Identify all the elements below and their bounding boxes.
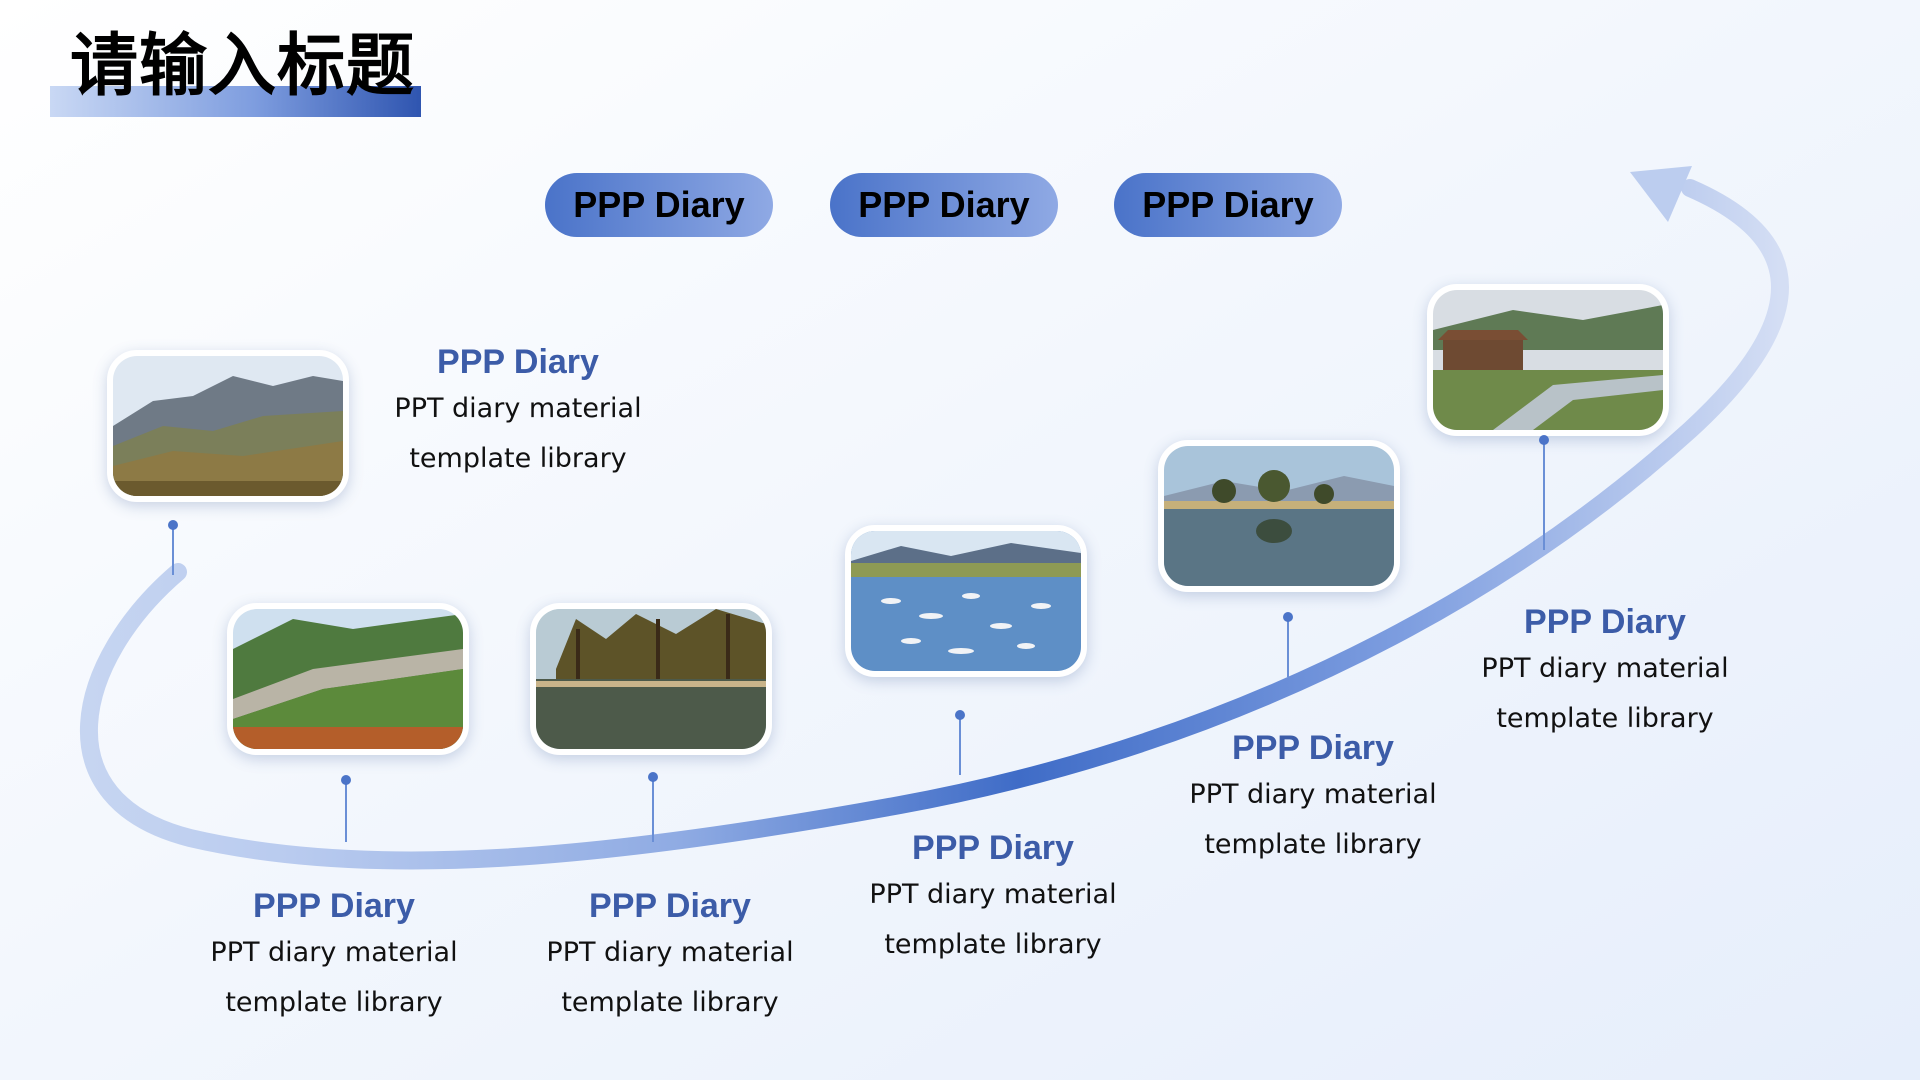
arrow-head-icon	[1630, 166, 1692, 222]
caption-line-1[interactable]: PPT diary material	[546, 937, 794, 968]
pill-button-1[interactable]: PPP Diary	[545, 173, 773, 237]
caption-step-4: PPP Diary PPT diary material template li…	[843, 828, 1143, 970]
caption-body: PPT diary material template library	[184, 928, 484, 1028]
pin-marker-2	[341, 775, 351, 842]
caption-heading[interactable]: PPP Diary	[1232, 729, 1394, 767]
pill-button-2[interactable]: PPP Diary	[830, 173, 1058, 237]
photo-lake-trees	[530, 603, 772, 755]
caption-step-1: PPP Diary PPT diary material template li…	[368, 342, 668, 484]
caption-heading[interactable]: PPP Diary	[1524, 603, 1686, 641]
caption-step-5: PPP Diary PPT diary material template li…	[1163, 728, 1463, 870]
page-title[interactable]: 请输入标题	[70, 27, 416, 106]
caption-line-2[interactable]: template library	[409, 443, 627, 474]
photo-mountain-landscape	[107, 350, 349, 502]
caption-line-2[interactable]: template library	[1204, 829, 1422, 860]
caption-step-2: PPP Diary PPT diary material template li…	[184, 886, 484, 1028]
title-block: 请输入标题	[50, 26, 421, 117]
pin-marker-5	[1283, 612, 1293, 677]
caption-body: PPT diary material template library	[1455, 644, 1755, 744]
caption-line-1[interactable]: PPT diary material	[394, 393, 642, 424]
caption-heading[interactable]: PPP Diary	[912, 829, 1074, 867]
caption-step-3: PPP Diary PPT diary material template li…	[520, 886, 820, 1028]
caption-line-2[interactable]: template library	[884, 929, 1102, 960]
photo-coastal-road	[227, 603, 469, 755]
pill-button-3[interactable]: PPP Diary	[1114, 173, 1342, 237]
caption-heading[interactable]: PPP Diary	[437, 343, 599, 381]
pin-marker-4	[955, 710, 965, 775]
caption-body: PPT diary material template library	[1163, 770, 1463, 870]
caption-line-1[interactable]: PPT diary material	[1189, 779, 1437, 810]
pin-marker-1	[168, 520, 178, 575]
caption-heading[interactable]: PPP Diary	[589, 887, 751, 925]
caption-heading[interactable]: PPP Diary	[253, 887, 415, 925]
photo-reflection-lake	[1158, 440, 1400, 592]
caption-line-1[interactable]: PPT diary material	[1481, 653, 1729, 684]
caption-line-1[interactable]: PPT diary material	[869, 879, 1117, 910]
title-underline-bar	[50, 86, 421, 117]
caption-line-1[interactable]: PPT diary material	[210, 937, 458, 968]
pin-marker-6	[1539, 435, 1549, 550]
caption-line-2[interactable]: template library	[561, 987, 779, 1018]
pin-marker-3	[648, 772, 658, 842]
caption-body: PPT diary material template library	[520, 928, 820, 1028]
caption-line-2[interactable]: template library	[225, 987, 443, 1018]
photo-birds-on-lake	[845, 525, 1087, 677]
caption-line-2[interactable]: template library	[1496, 703, 1714, 734]
caption-body: PPT diary material template library	[843, 870, 1143, 970]
photo-river-cabin	[1427, 284, 1669, 436]
caption-body: PPT diary material template library	[368, 384, 668, 484]
caption-step-6: PPP Diary PPT diary material template li…	[1455, 602, 1755, 744]
